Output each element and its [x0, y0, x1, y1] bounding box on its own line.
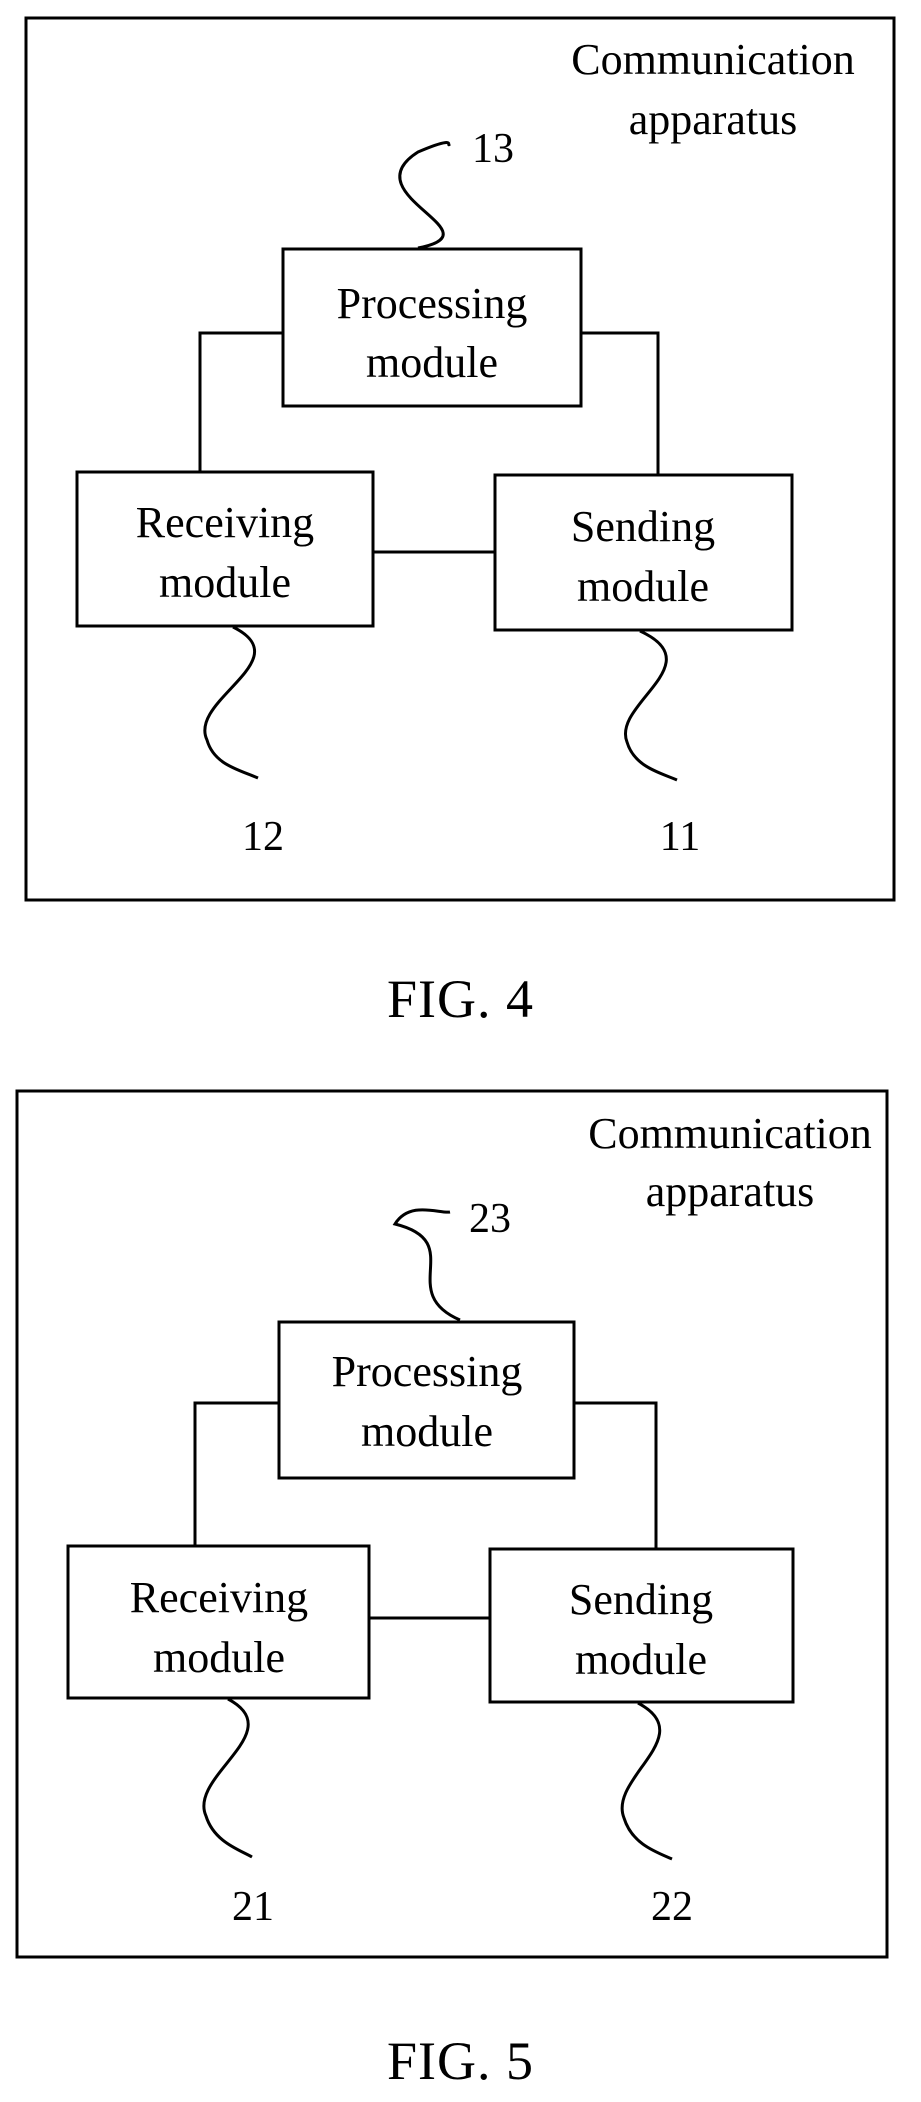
ref-number-receiving: 21	[232, 1884, 274, 1930]
processing-module-label-line2: module	[366, 338, 498, 387]
ref-leader-sending	[625, 631, 677, 780]
receiving-module-label-line1: Receiving	[130, 1573, 308, 1622]
ref-leader-processing	[395, 1210, 460, 1320]
ref-leader-receiving	[205, 627, 258, 778]
figure-4: Communication apparatus 13 Processing mo…	[0, 0, 921, 940]
figure-5-caption: FIG. 5	[0, 2030, 921, 2092]
sending-module-label-line1: Sending	[571, 502, 715, 551]
figure-5-diagram: Communication apparatus 23 Processing mo…	[0, 1072, 921, 1992]
receiving-module-label-line2: module	[153, 1633, 285, 1682]
processing-module-label-line2: module	[361, 1407, 493, 1456]
sending-module-label-line1: Sending	[569, 1575, 713, 1624]
processing-module-label-line1: Processing	[332, 1347, 523, 1396]
connector-processing-sending	[581, 333, 658, 475]
ref-leader-sending	[622, 1703, 672, 1859]
connector-processing-receiving	[200, 333, 283, 472]
connector-processing-sending	[574, 1403, 656, 1549]
ref-number-sending: 22	[651, 1884, 693, 1930]
ref-number-processing: 13	[472, 126, 514, 172]
figure-4-caption: FIG. 4	[0, 968, 921, 1030]
apparatus-frame	[26, 18, 894, 900]
ref-number-receiving: 12	[242, 814, 284, 860]
ref-number-sending: 11	[660, 814, 700, 860]
ref-number-processing: 23	[469, 1196, 511, 1242]
figure-4-diagram: Communication apparatus 13 Processing mo…	[0, 0, 921, 940]
ref-leader-receiving	[204, 1699, 252, 1857]
receiving-module-label-line1: Receiving	[136, 498, 314, 547]
ref-leader-processing	[400, 143, 450, 248]
apparatus-label-line2: apparatus	[646, 1167, 815, 1216]
figure-5: Communication apparatus 23 Processing mo…	[0, 1072, 921, 1992]
apparatus-frame	[17, 1091, 887, 1957]
apparatus-label-line1: Communication	[588, 1109, 872, 1158]
connector-processing-receiving	[195, 1403, 279, 1546]
sending-module-label-line2: module	[577, 562, 709, 611]
processing-module-label-line1: Processing	[337, 279, 528, 328]
apparatus-label-line1: Communication	[571, 35, 855, 84]
sending-module-label-line2: module	[575, 1635, 707, 1684]
apparatus-label-line2: apparatus	[629, 95, 798, 144]
receiving-module-label-line2: module	[159, 558, 291, 607]
